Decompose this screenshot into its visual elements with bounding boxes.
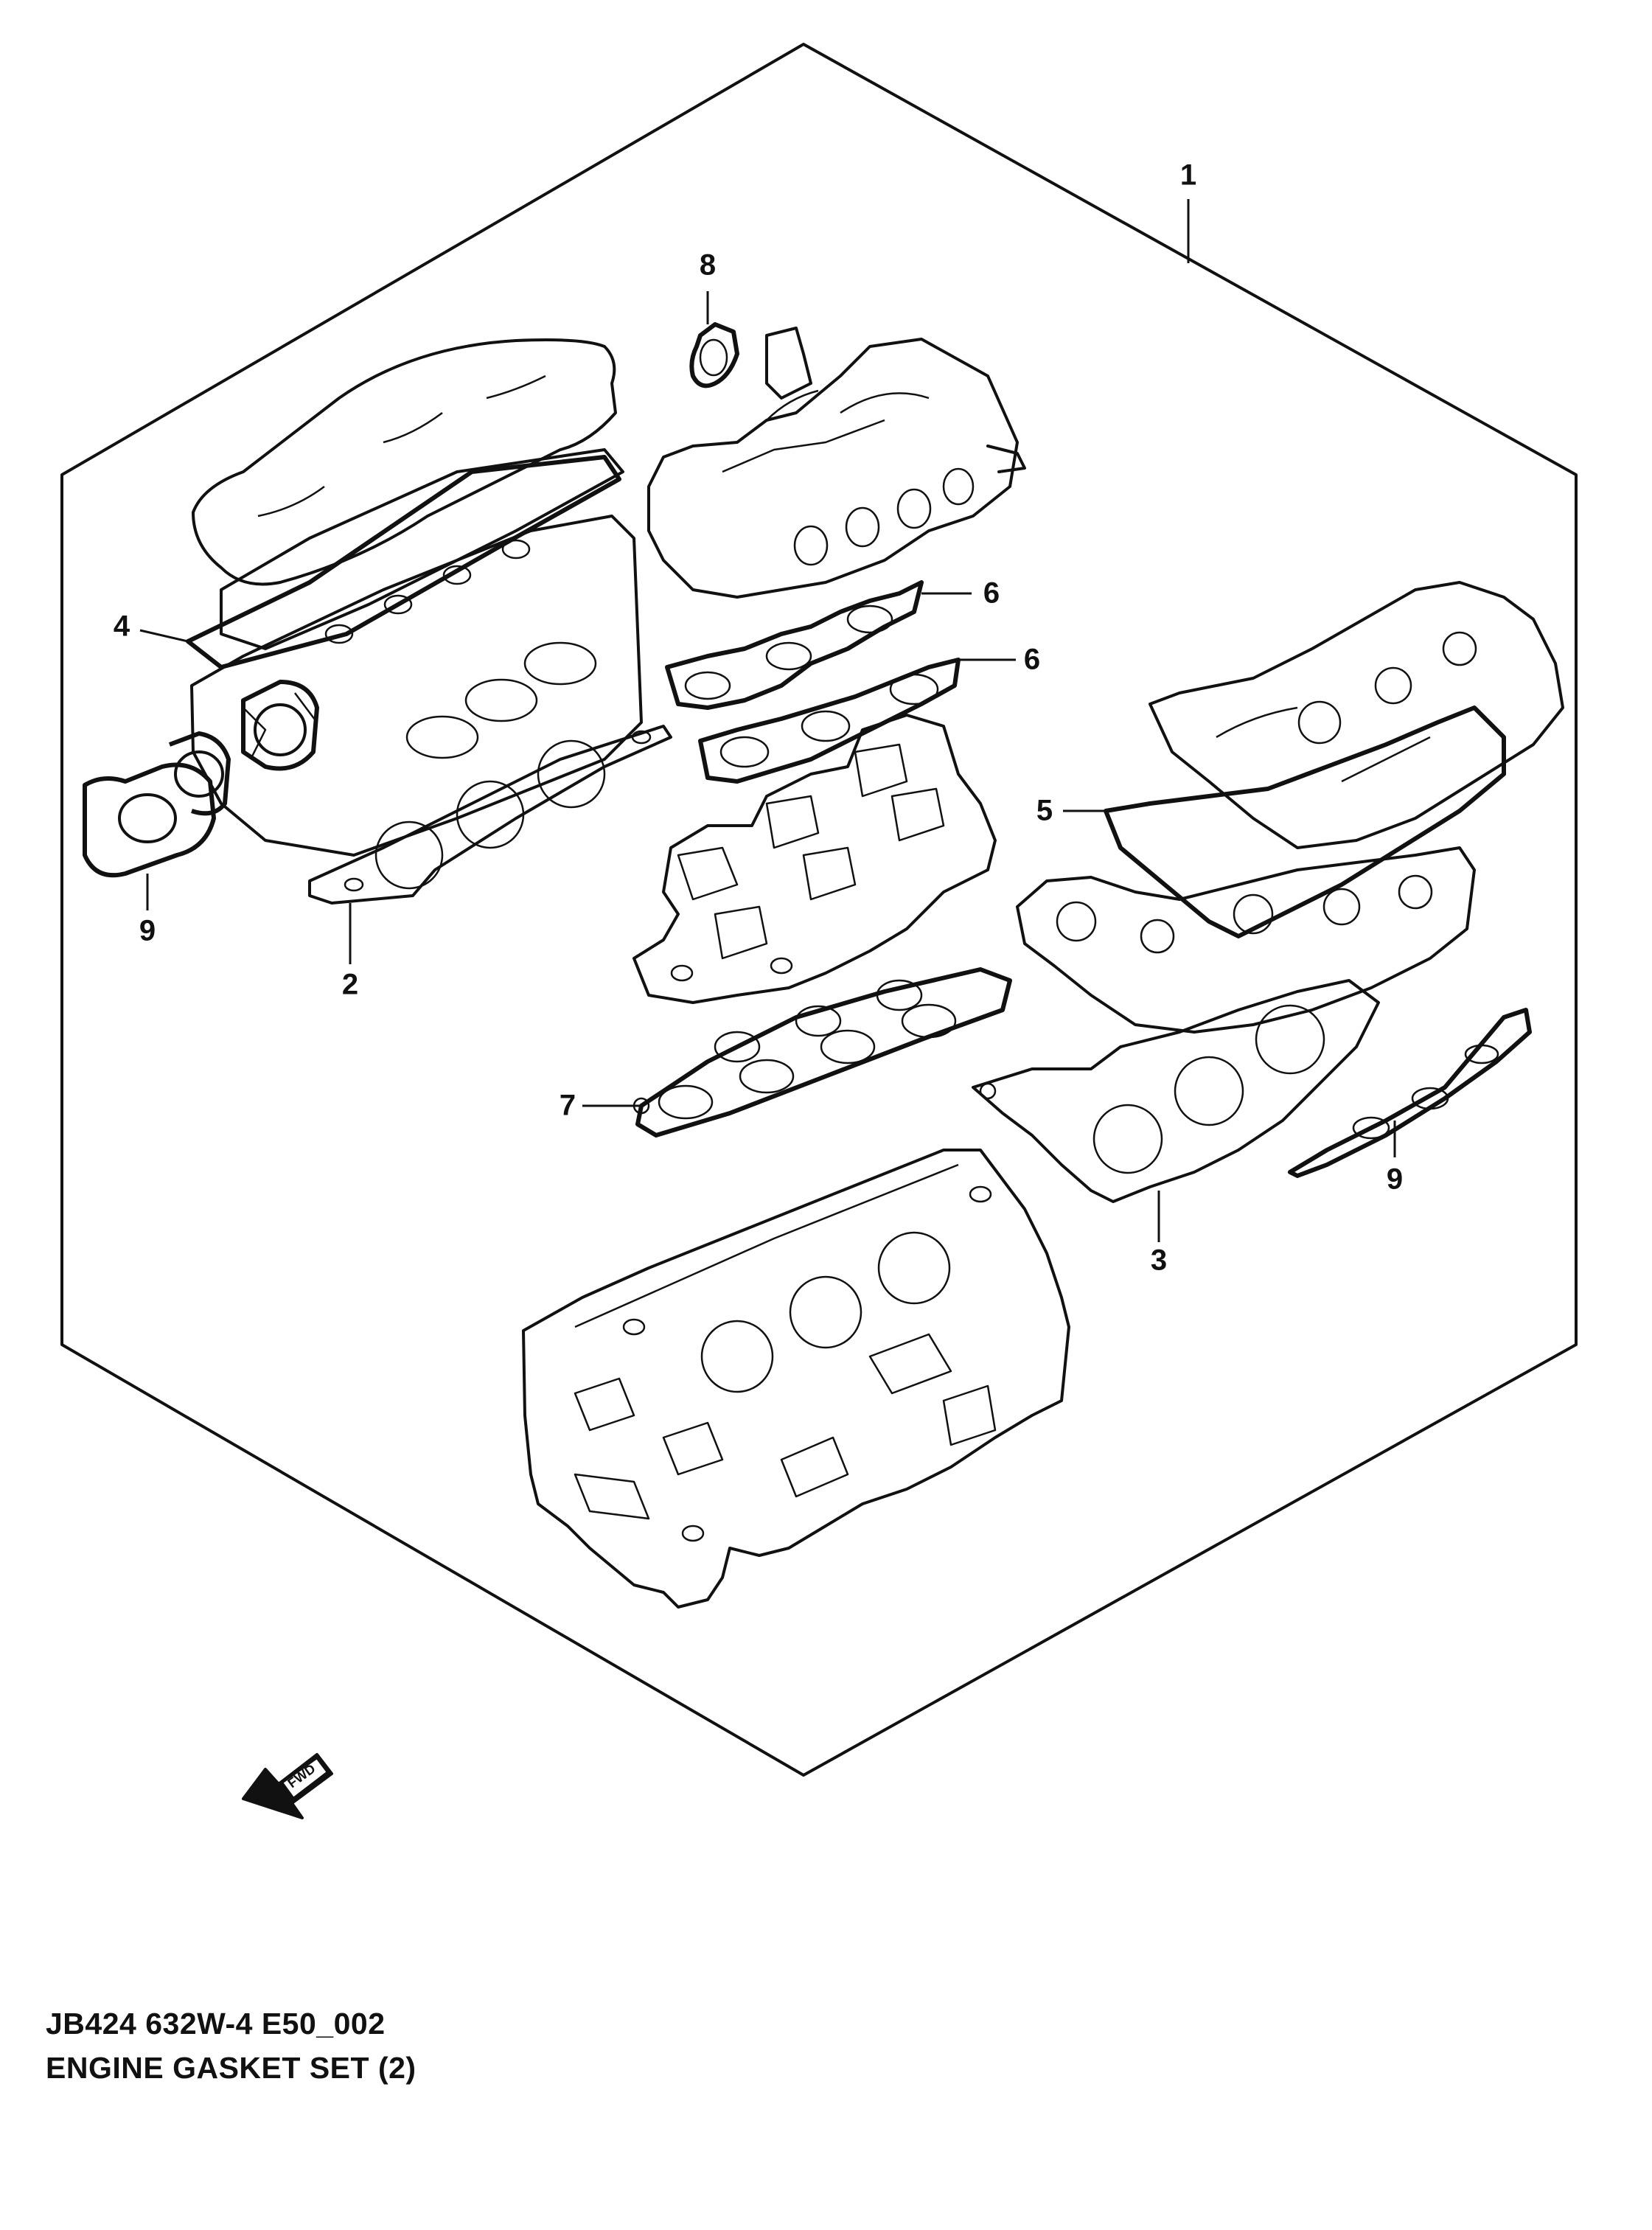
valve-cover-gasket-4 [186,455,621,669]
fwd-arrow-icon: FWD [242,1753,333,1819]
head-gasket-left-2 [308,725,672,905]
callout-5: 5 [1036,795,1053,827]
head-gasket-right-3 [972,979,1380,1203]
callout-9-left: 9 [139,915,156,947]
throttle-body-gasket-8 [689,322,739,388]
cylinder-block [522,1149,1070,1609]
intake-manifold-gasket-upper-6 [665,580,924,710]
right-cylinder-head [1016,846,1476,1034]
callout-1: 1 [1180,159,1196,192]
callout-2: 2 [342,969,358,1001]
callout-8: 8 [700,249,716,282]
callout-9-right: 9 [1387,1163,1403,1196]
callout-6-upper: 6 [983,577,1000,610]
callout-6-lower: 6 [1024,644,1040,676]
intake-plenum-gasket-7 [632,967,1012,1137]
callout-4: 4 [114,610,130,643]
intake-manifold-lower [632,714,997,1004]
gasket-set-hexagon [60,43,1578,1777]
diagram-title: ENGINE GASKET SET (2) [46,2051,417,2085]
callout-7: 7 [560,1090,576,1122]
intake-manifold-gasket-lower-6 [698,658,961,784]
valve-cover-gasket-5 [1104,705,1506,938]
intake-manifold-upper [647,327,1026,599]
right-valve-cover [1149,581,1564,849]
callout-3: 3 [1151,1244,1167,1277]
left-cylinder-head-assembly [190,338,643,857]
exhaust-manifold-gasket-right-9 [1288,1008,1532,1178]
exhaust-manifold-gasket-left-9 [83,680,319,878]
diagram-code: JB424 632W-4 E50_002 [46,2007,386,2041]
